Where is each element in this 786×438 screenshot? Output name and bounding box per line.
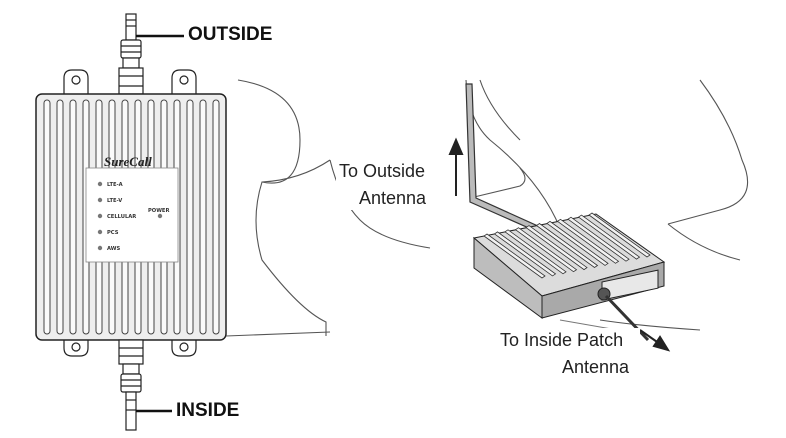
power-led xyxy=(157,213,163,219)
installed-fin xyxy=(546,220,609,266)
led-dot xyxy=(97,213,103,219)
cooling-fin xyxy=(212,99,220,335)
cooling-fin xyxy=(69,99,77,335)
installed-fin xyxy=(556,218,620,264)
installed-booster-fins xyxy=(483,212,651,279)
outside-antenna-cable xyxy=(465,83,562,241)
installed-fin xyxy=(504,229,567,275)
cooling-fin xyxy=(199,99,207,335)
svg-text:Antenna: Antenna xyxy=(359,188,427,208)
inside-label: INSIDE xyxy=(176,400,239,421)
installed-fin xyxy=(514,227,578,273)
cooling-fin xyxy=(43,99,51,335)
signal-booster-unit: OUTSIDE SureCall LTE-A LTE-V CELLULAR PCS AW… xyxy=(35,13,272,431)
svg-text:To Inside Patch: To Inside Patch xyxy=(500,330,623,350)
outside-label: OUTSIDE xyxy=(188,24,272,45)
installed-fin xyxy=(493,231,557,277)
outside-arrow xyxy=(448,137,464,196)
inside-antenna-label: To Inside Patch Antenna xyxy=(498,328,640,378)
led-label: LTE-V xyxy=(107,198,122,204)
led-label: CELLULAR xyxy=(107,214,136,220)
inside-antenna-cable xyxy=(604,294,650,342)
inside-cable xyxy=(118,339,144,431)
svg-text:To Outside: To Outside xyxy=(339,161,425,181)
front-panel: SureCall LTE-A LTE-V CELLULAR PCS AWS POWER xyxy=(85,154,179,263)
led-label: AWS xyxy=(107,246,121,252)
led-dot xyxy=(97,181,103,187)
led-dot xyxy=(97,229,103,235)
seat-outline-left xyxy=(237,79,327,336)
power-label: POWER xyxy=(148,208,169,214)
led-dot xyxy=(97,245,103,251)
installed-fin xyxy=(567,216,630,262)
led-label: PCS xyxy=(107,230,119,236)
installed-fin xyxy=(535,223,599,268)
led-dot xyxy=(97,197,103,203)
svg-text:Antenna: Antenna xyxy=(562,357,630,377)
brand-logo: SureCall xyxy=(104,154,152,169)
inside-arrow xyxy=(639,329,671,352)
seat-outline-right xyxy=(667,79,749,225)
cooling-fin xyxy=(56,99,64,335)
led-indicators: LTE-A LTE-V CELLULAR PCS AWS xyxy=(97,181,136,252)
outside-cable xyxy=(118,13,144,95)
installed-fin xyxy=(588,212,651,258)
led-label: LTE-A xyxy=(107,182,123,188)
cooling-fin xyxy=(186,99,194,335)
installed-fin xyxy=(483,233,546,279)
outside-antenna-label: To Outside Antenna xyxy=(336,158,440,210)
installed-booster xyxy=(472,212,666,319)
installed-fin xyxy=(525,225,588,271)
mounting-tabs xyxy=(63,69,197,357)
installed-fin xyxy=(577,214,641,260)
